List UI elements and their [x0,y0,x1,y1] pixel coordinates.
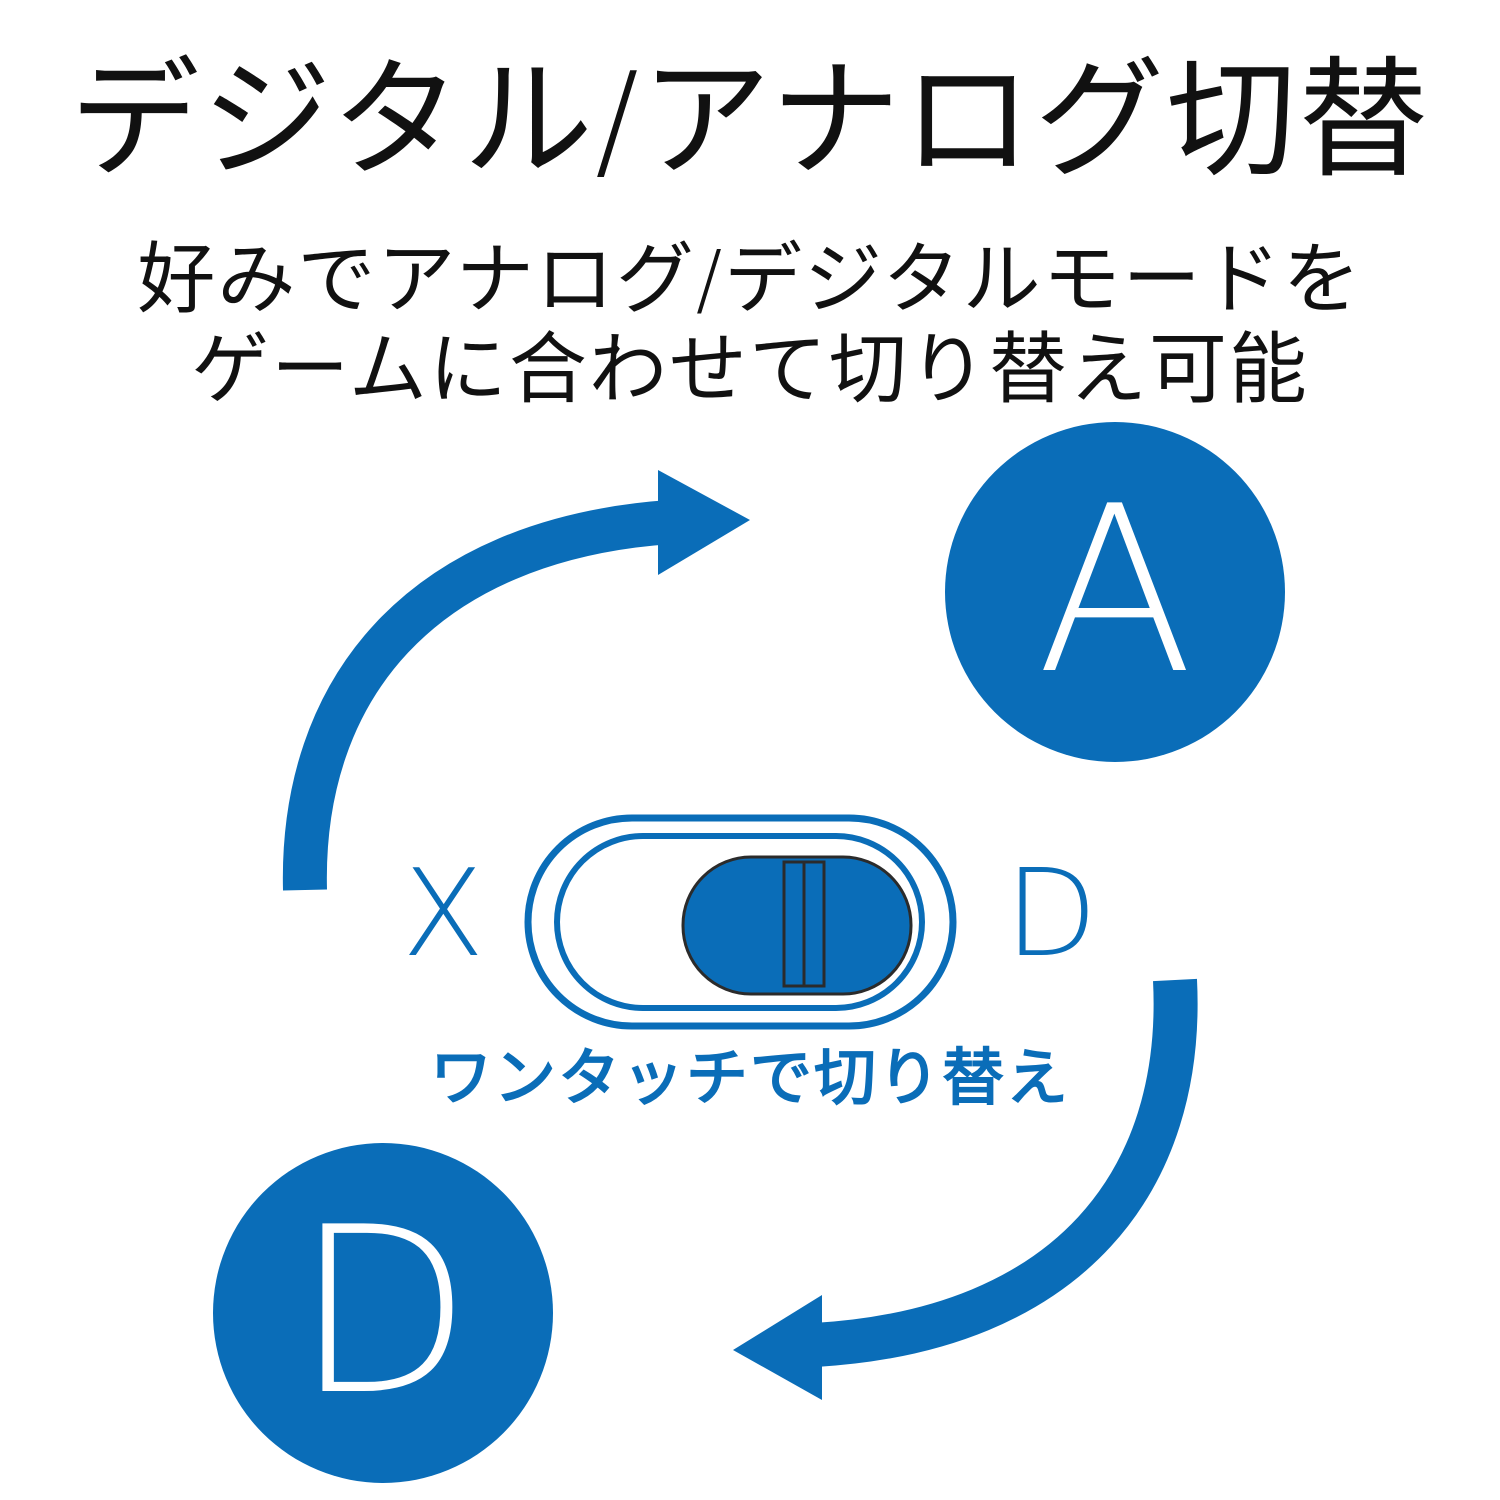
switch-right-letter: D [1005,845,1098,984]
digital-circle-letter: D [294,1179,472,1446]
switch-inner-outline [554,833,925,1011]
subtitle-line-2: ゲームに合わせて切り替え可能 [191,325,1309,415]
switch-outer-outline [524,814,957,1030]
arrowhead-bottom-icon [733,1295,822,1400]
knob-grip-right [802,860,826,988]
switch-knob [681,855,913,996]
arrowhead-top-icon [658,470,750,575]
page-title: デジタル/アナログ切替 [69,44,1431,196]
switch-caption: ワンタッチで切り替え [429,1041,1070,1114]
arrow-to-digital-icon [813,978,1198,1367]
analog-circle-letter: A [1036,458,1194,725]
digital-mode-circle [213,1143,553,1483]
switch-left-letter: X [402,845,485,984]
analog-mode-circle [945,422,1285,762]
subtitle-line-1: 好みでアナログ/デジタルモードを [137,235,1363,325]
arrow-to-analog-icon [282,500,672,891]
